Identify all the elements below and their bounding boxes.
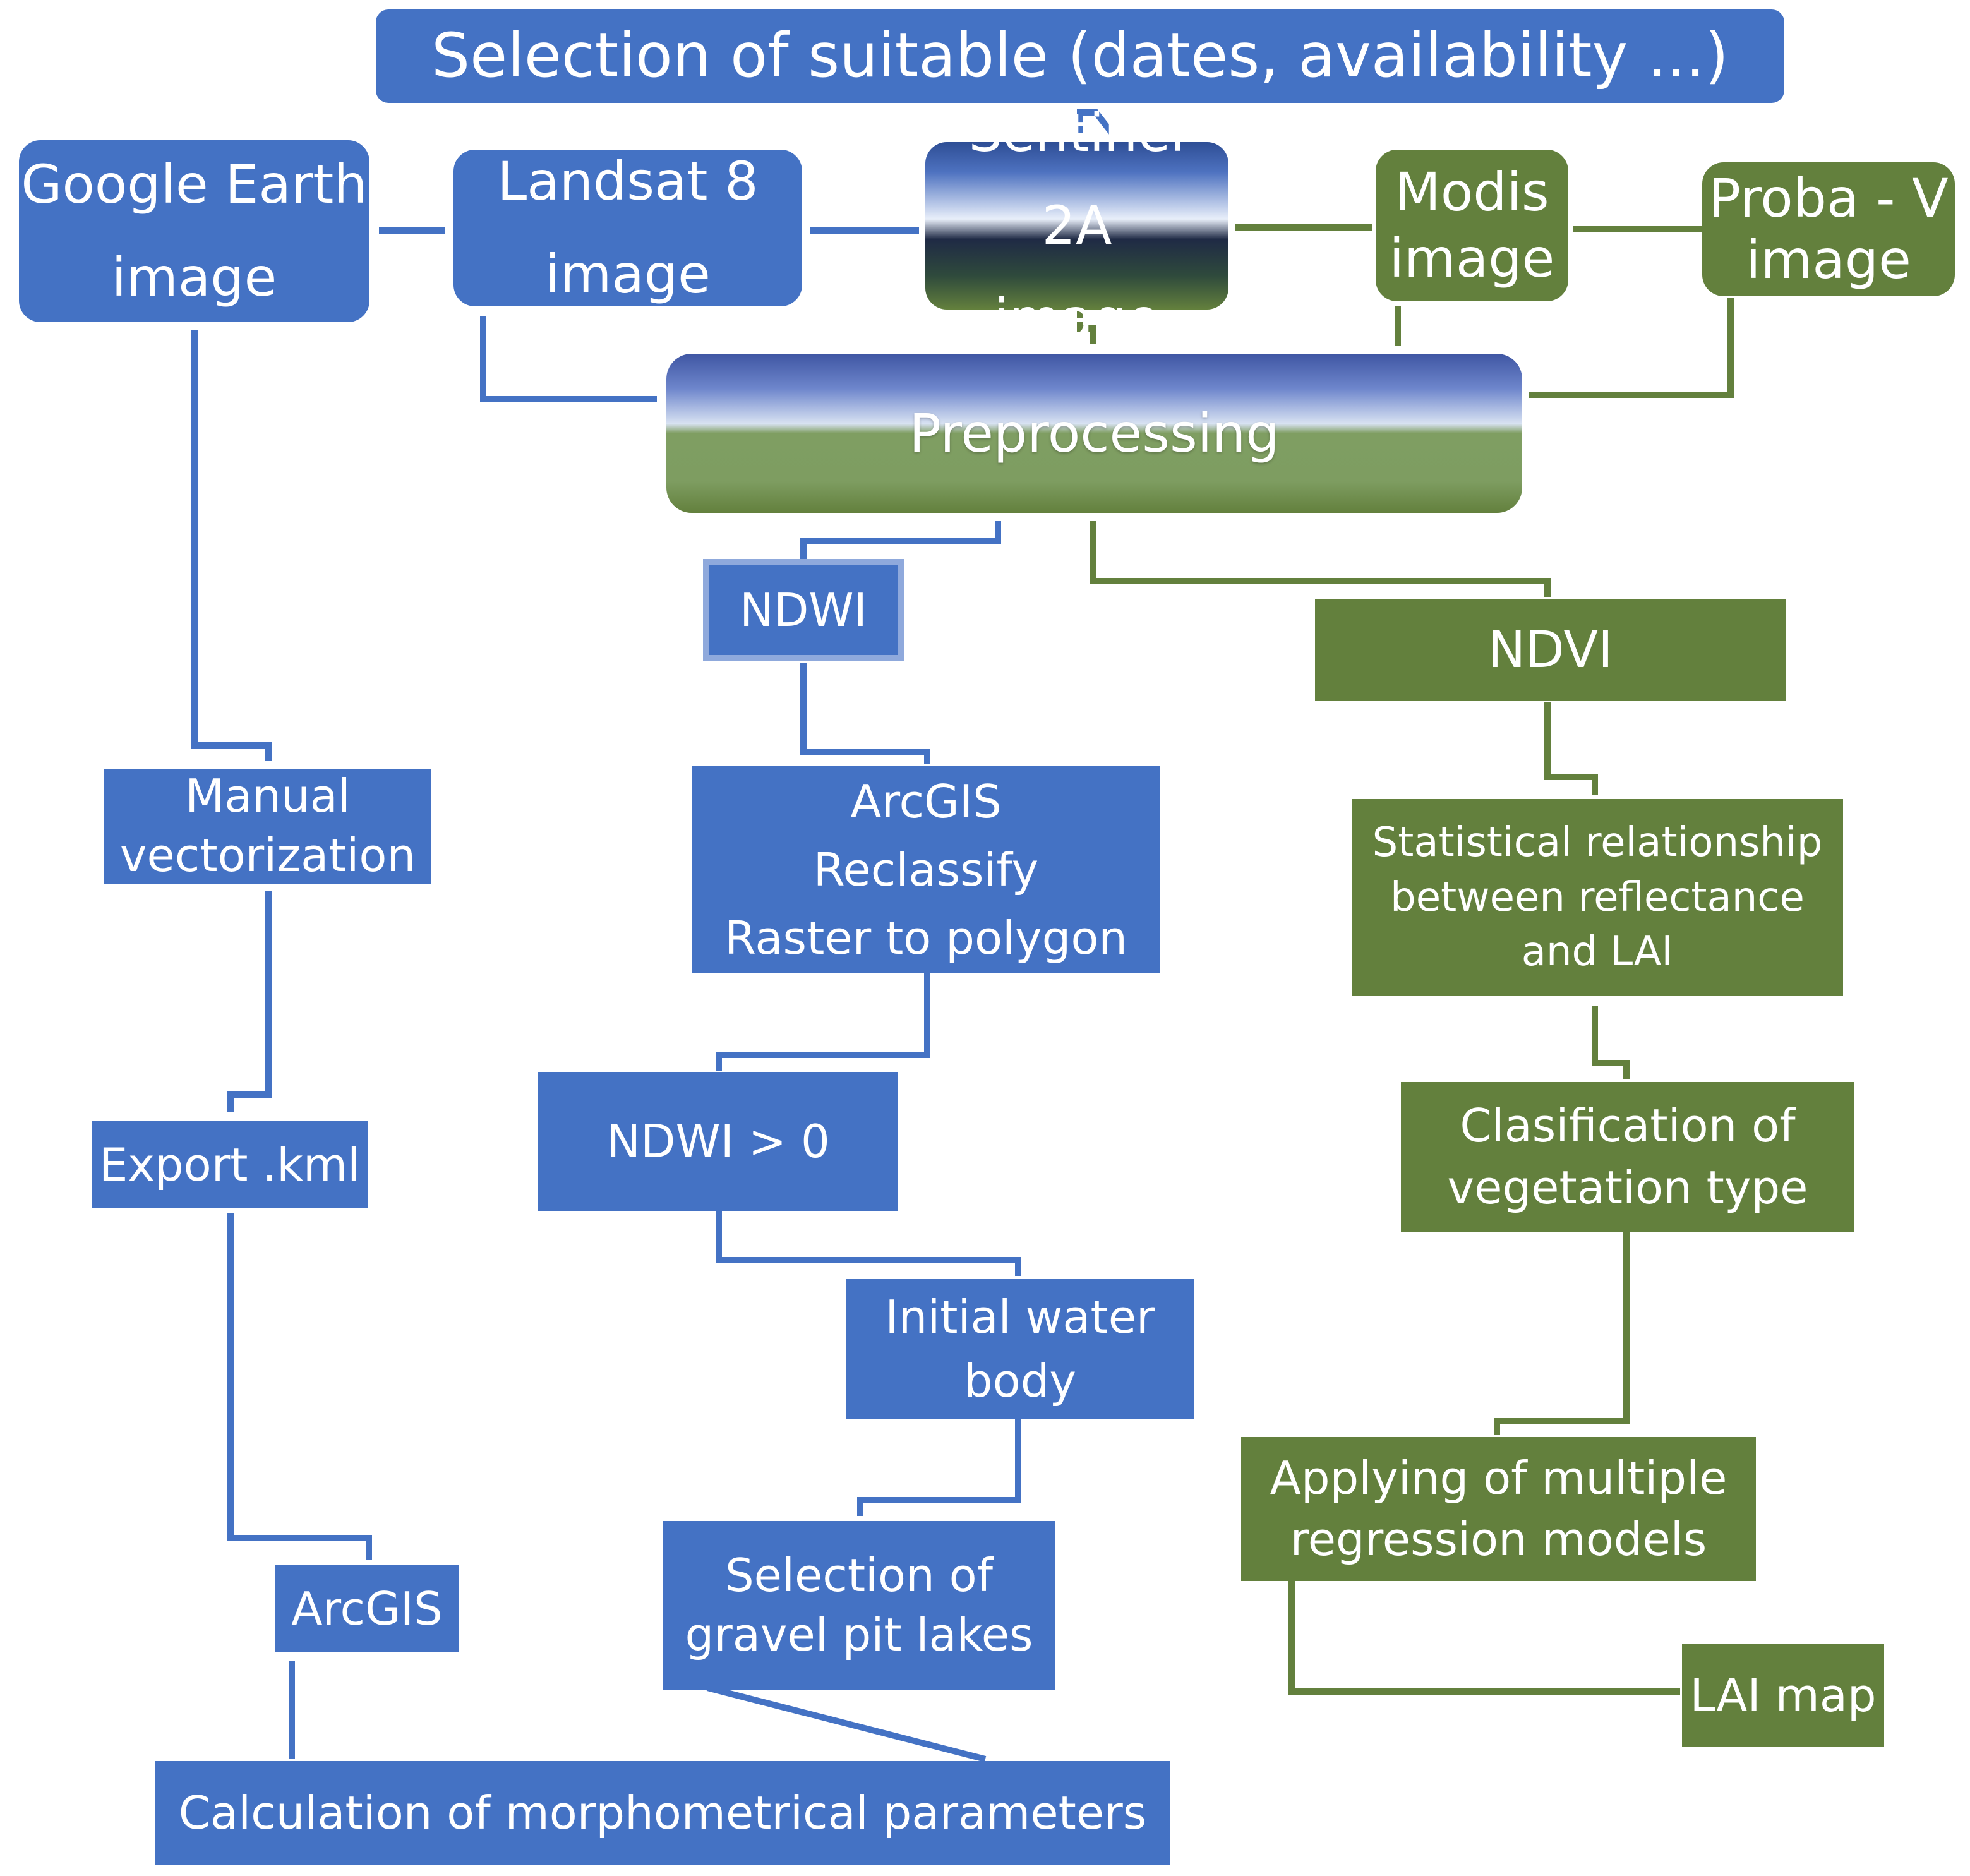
connector-gravel-calc [706,1685,987,1762]
connector-manual-export [227,891,272,1112]
modis-image-box: Modis image [1376,150,1568,301]
ndvi-box: NDVI [1315,599,1786,701]
connector-preprocessing-ndwi [800,521,1001,559]
connector-sentinel-preprocessing [1077,311,1096,344]
connector-statistical-classification [1592,1006,1630,1079]
landsat-8-image-box: Landsat 8 image [453,150,802,306]
connector-preprocessing-ndvi [1090,521,1551,597]
preprocessing-box: Preprocessing [666,354,1522,513]
green-connectors [1077,224,1734,1695]
ndwi-greater-than-zero-box: NDWI > 0 [538,1072,898,1211]
connector-arcgis-ndwigt0 [716,973,930,1071]
statistical-relationship-box: Statistical relationship between reflect… [1352,799,1843,996]
lai-map-box: LAI map [1682,1644,1884,1747]
connector-initial-gravel [857,1418,1021,1516]
export-kml-box: Export .kml [92,1121,368,1208]
proba-v-image-box: Proba - V image [1702,162,1955,296]
selection-suitable-box: Selection of suitable (dates, availabili… [376,9,1784,103]
calculation-morphometrical-parameters-box: Calculation of morphometrical parameters [155,1761,1170,1865]
sentinel-2a-image-box: Sentinel 2A image [925,102,1228,349]
connector-applying-lai [1288,1579,1680,1695]
connector-ndwi-arcgis [800,663,930,764]
arcgis-reclassify-raster-to-polygon-box: ArcGIS Reclassify Raster to polygon [692,766,1160,973]
selection-gravel-pit-lakes-box: Selection of gravel pit lakes [663,1521,1055,1690]
classification-vegetation-type-box: Clasification of vegetation type [1401,1082,1854,1232]
connector-export-arcgis [227,1213,372,1560]
connector-ndvi-statistical [1544,702,1598,795]
arcgis-box: ArcGIS [275,1565,459,1652]
manual-vectorization-box: Manual vectorization [104,769,431,884]
ndwi-box: NDWI [703,559,904,661]
applying-multiple-regression-models-box: Applying of multiple regression models [1241,1437,1756,1581]
google-earth-image-box: Google Earth image [19,140,369,322]
blue-connectors [191,109,1114,1762]
connector-ndwigt0-initial [716,1210,1021,1276]
initial-water-body-box: Initial water body [846,1279,1194,1419]
connector-proba-preprocessing [1529,298,1734,398]
connector-classification-applying [1494,1229,1630,1435]
connector-google-manual [191,330,272,761]
connector-sentinel-selection [1077,109,1114,135]
connector-landsat-preprocessing [480,316,657,402]
